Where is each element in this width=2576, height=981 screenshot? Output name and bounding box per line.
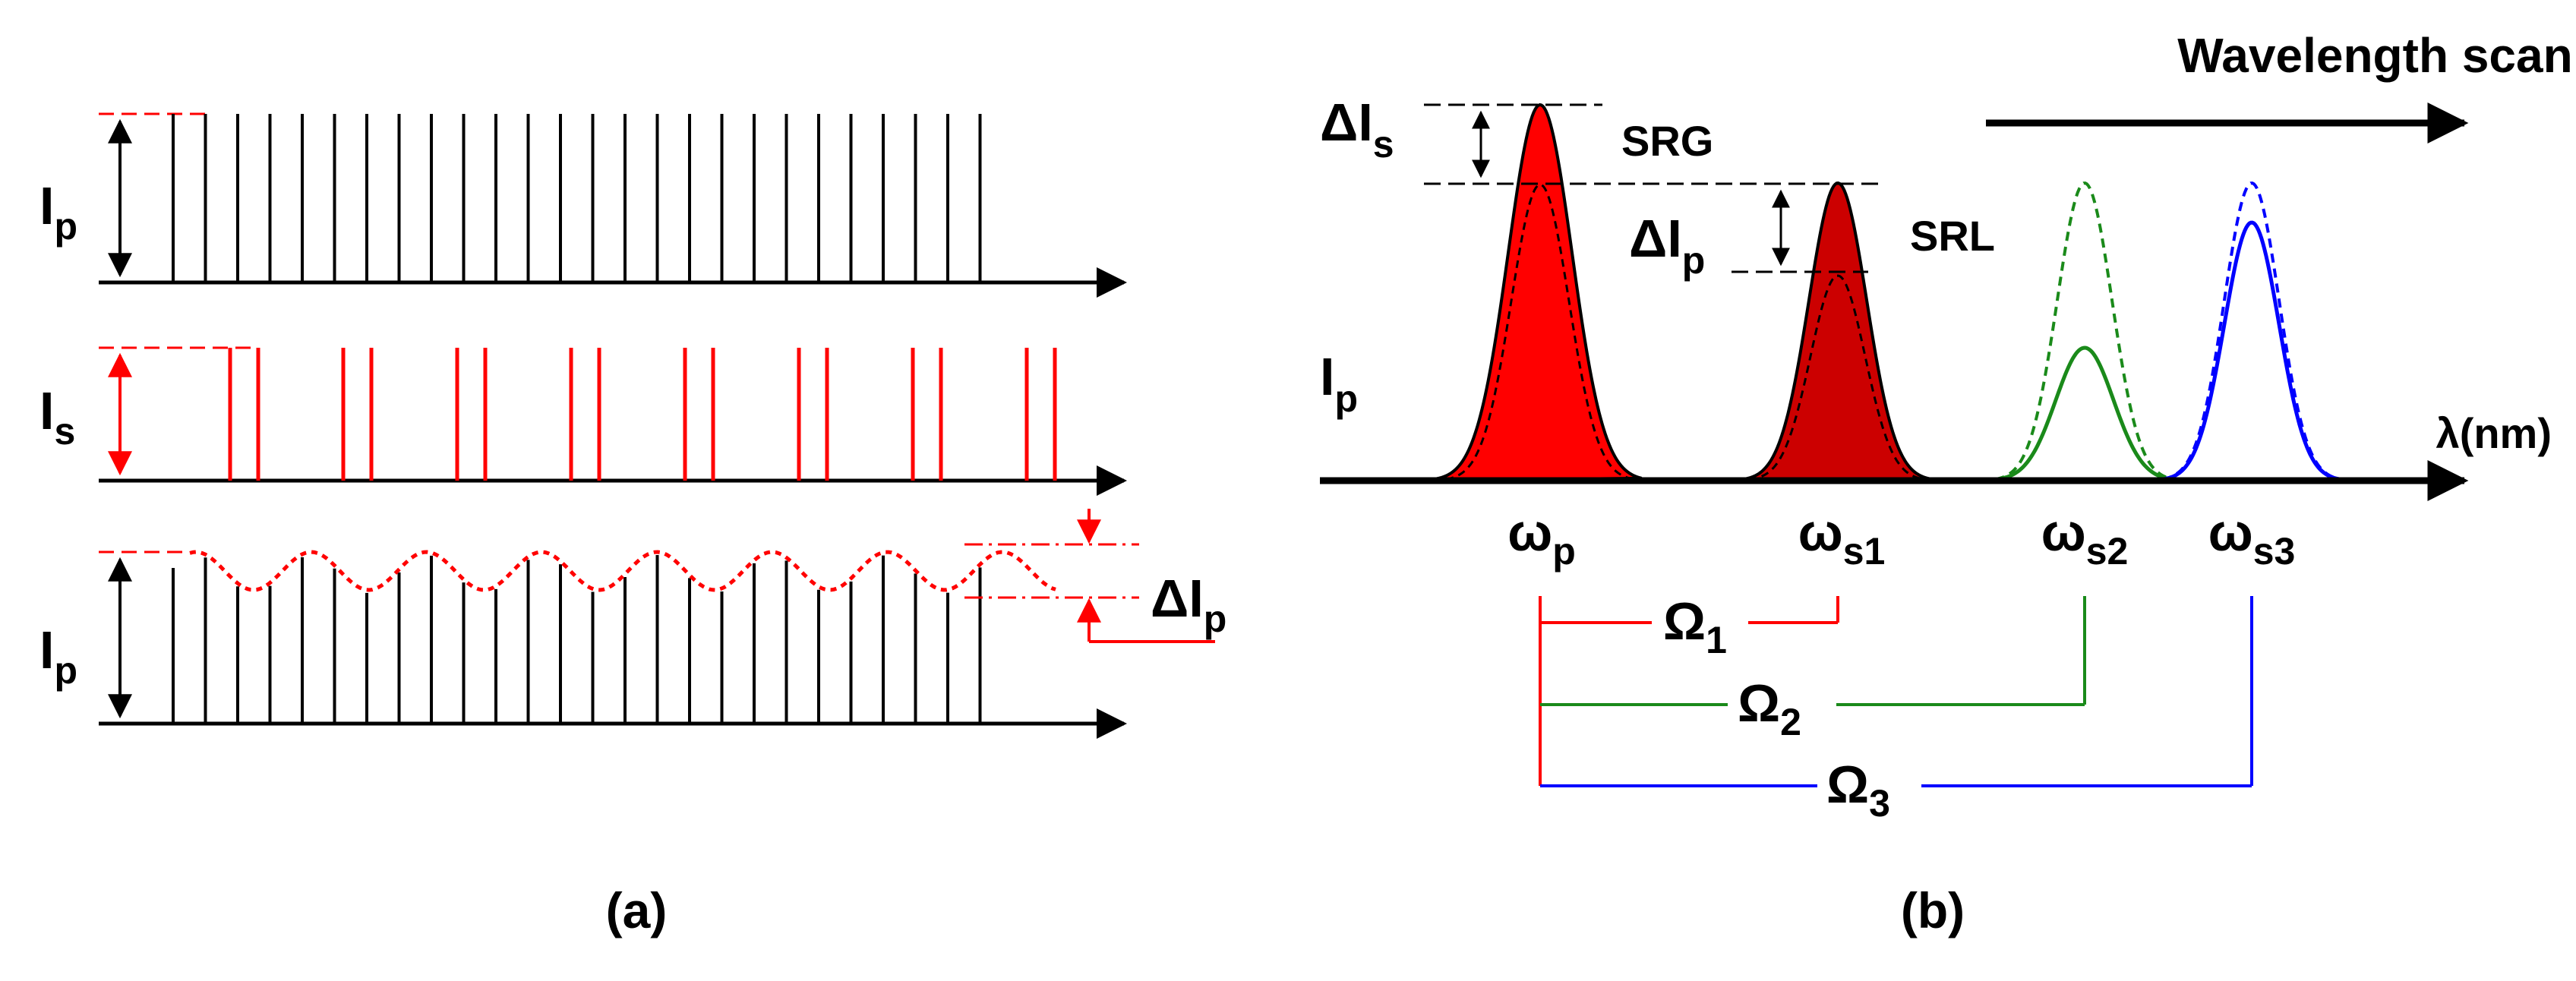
scan-heading: Wavelength scanning	[2177, 28, 2576, 83]
panel-b-caption: (b)	[1901, 882, 1965, 938]
row2-stokes-pulses: Is	[39, 346, 1127, 496]
stokes3-peak-reference	[2162, 181, 2340, 481]
stokes2-peak	[1990, 345, 2177, 482]
stokes2-peak-reference	[1995, 181, 2173, 481]
intensity-label: Ip	[1320, 347, 1358, 420]
pump-peak-reference	[1446, 183, 1632, 481]
row3-pulse-train	[172, 555, 982, 724]
panel-b: Wavelength scanning λ(nm) ΔIs SRG ΔIp SR…	[1320, 28, 2576, 938]
delta-is-label: ΔIs	[1320, 93, 1394, 166]
panel-a-caption: (a)	[606, 882, 668, 938]
row1-pump-pulses: Ip	[39, 112, 1127, 298]
omega1-label: Ω1	[1663, 591, 1727, 661]
omega-s1-label: ωs1	[1798, 503, 1886, 573]
row3-modulation-envelope	[189, 550, 1056, 592]
row2-label: Is	[39, 381, 75, 453]
omega-p-label: ωp	[1507, 503, 1576, 573]
pump-peak	[1436, 103, 1643, 483]
panel-a: Ip Is ΔIp Ip (a)	[39, 112, 1226, 938]
omega3-label: Ω3	[1826, 755, 1890, 825]
row3-label: Ip	[39, 620, 77, 692]
srg-label: SRG	[1621, 117, 1713, 165]
omega2-label: Ω2	[1738, 673, 1801, 743]
stokes1-peak	[1744, 181, 1930, 483]
omega-s3-label: ωs3	[2208, 503, 2296, 573]
stokes3-peak	[2162, 220, 2340, 481]
omega-s2-label: ωs2	[2041, 503, 2129, 573]
row1-label: Ip	[39, 176, 77, 248]
row3-delta-label: ΔIp	[1151, 569, 1226, 640]
stokes1-peak-reference	[1749, 274, 1926, 481]
row2-pulse-train	[228, 348, 1057, 481]
row3-modulated-pump: ΔIp Ip	[39, 509, 1226, 739]
delta-ip-label: ΔIp	[1629, 209, 1705, 282]
srl-label: SRL	[1910, 212, 1995, 260]
row1-pulse-train	[172, 114, 982, 282]
wavelength-axis-label: λ(nm)	[2436, 409, 2552, 457]
